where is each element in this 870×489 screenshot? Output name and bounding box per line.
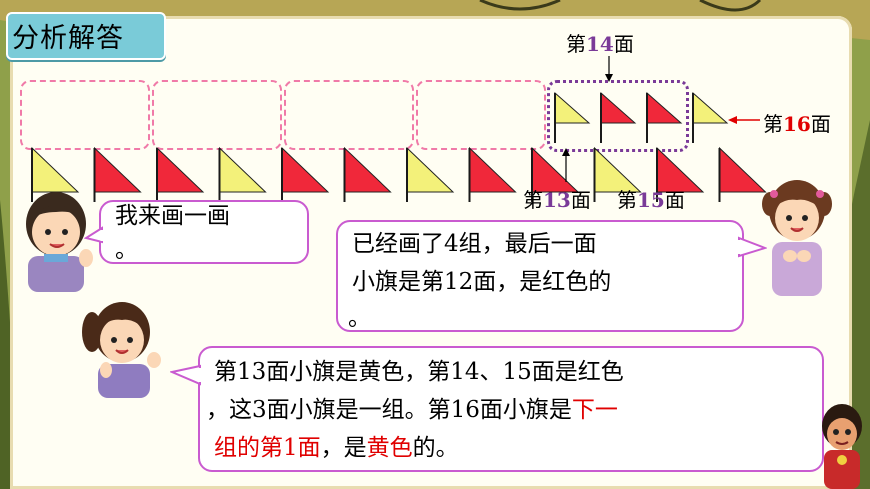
girl-left-bubble-line3-red2: 黄色 <box>366 435 413 461</box>
flag-bottom-4 <box>218 146 267 202</box>
girl-left-bubble-line3-red1: 组的第1面 <box>214 435 321 461</box>
girl-right-bubble-tail <box>737 236 767 258</box>
boy-speech-bubble: 我来画一画 。 <box>99 200 309 264</box>
flag-bottom-7-cloth <box>406 146 455 193</box>
girl-right-character <box>762 180 832 296</box>
flag-bottom-12-cloth <box>719 146 767 193</box>
girl-left-bubble-line2-red: 下一 <box>571 397 618 423</box>
arrow-16-head <box>728 116 737 124</box>
flag-bottom-4-cloth <box>219 146 267 193</box>
group-box-4 <box>416 80 546 150</box>
girl-left-bubble-line3-mid: ，是 <box>320 435 367 461</box>
boy-bubble-line2: 。 <box>115 237 138 263</box>
flag-top-2 <box>600 91 637 143</box>
girl-right-bubble-line1: 已经画了4组，最后一面 <box>352 231 597 257</box>
label-15-post: 面 <box>664 188 685 212</box>
boy-character <box>26 192 93 292</box>
flag-bottom-7 <box>406 146 455 202</box>
girl-right-speech-bubble: 已经画了4组，最后一面 小旗是第12面，是红色的 。 <box>336 220 744 332</box>
girl-left-bubble-line3-end: 的。 <box>412 435 459 461</box>
boy-bubble-tail <box>84 226 104 244</box>
label-15-num: 15 <box>637 188 665 212</box>
group-box-3 <box>284 80 414 150</box>
girl-left-bubble-line3-wrap: 组的第1面，是黄色的。 <box>214 428 459 468</box>
girl-right-bubble-line3: 。 <box>348 305 371 331</box>
girl-right-bubble-line2: 小旗是第12面，是红色的 <box>352 269 612 295</box>
flag-bottom-2 <box>93 146 142 202</box>
group-box-1 <box>20 80 150 150</box>
arrow-14-head <box>605 74 613 82</box>
flag-bottom-8 <box>468 146 517 202</box>
boy-bubble-line1: 我来画一画 <box>115 203 230 229</box>
label-13-pre: 第 <box>523 188 543 212</box>
flag-bottom-12 <box>718 146 767 202</box>
girl-left-bubble-line2-wrap: ，这3面小旗是一组。第16面小旗是下一 <box>206 390 618 430</box>
label-15-pre: 第 <box>617 188 637 212</box>
label-flag-16: 第16面 <box>763 108 831 137</box>
flag-bottom-1 <box>31 146 80 202</box>
label-16-num: 16 <box>783 112 811 136</box>
flag-top-1-cloth <box>554 91 591 124</box>
flag-bottom-10 <box>593 146 642 202</box>
flag-bottom-5 <box>281 146 330 202</box>
girl-left-speech-bubble: 第13面小旗是黄色，第14、15面是红色 ，这3面小旗是一组。第16面小旗是下一… <box>198 346 824 472</box>
flag-bottom-3 <box>156 146 205 202</box>
group-box-5 <box>547 80 689 152</box>
flag-top-3 <box>646 91 683 143</box>
arrows <box>562 56 760 182</box>
flag-bottom-5-cloth <box>281 146 330 193</box>
flag-top-4 <box>692 91 729 143</box>
label-16-pre: 第 <box>763 112 783 136</box>
label-14-num: 14 <box>586 32 614 56</box>
label-13-post: 面 <box>570 188 591 212</box>
flag-bottom-8-cloth <box>469 146 517 193</box>
girl-left-character <box>82 302 161 398</box>
label-flag-14: 第14面 <box>566 28 634 57</box>
mascot-character <box>822 404 862 489</box>
arrow-13-head <box>562 148 570 156</box>
label-14-pre: 第 <box>566 32 586 56</box>
flag-bottom-2-cloth <box>94 146 142 193</box>
group-box-2 <box>152 80 282 150</box>
flag-top-1 <box>554 91 591 143</box>
flag-bottom-1-cloth <box>31 146 80 193</box>
label-flag-13: 第13面 <box>523 184 591 213</box>
girl-left-bubble-line2: ，这3面小旗是一组。第16面小旗是 <box>206 397 572 423</box>
label-flag-15: 第15面 <box>617 184 685 213</box>
label-13-num: 13 <box>543 188 571 212</box>
flag-bottom-6-cloth <box>344 146 392 193</box>
girl-left-bubble-line1: 第13面小旗是黄色，第14、15面是红色 <box>214 359 624 385</box>
flag-bottom-6 <box>343 146 392 202</box>
page-title: 分析解答 <box>12 23 124 54</box>
flag-top-3-cloth <box>646 91 683 124</box>
flag-top-4-cloth <box>692 91 729 124</box>
title-tab <box>6 12 166 60</box>
flag-bottom-3-cloth <box>156 146 205 193</box>
girl-left-bubble-tail <box>170 364 202 386</box>
flag-top-2-cloth <box>600 91 637 124</box>
label-14-post: 面 <box>613 32 634 56</box>
flag-bottom-11 <box>656 146 705 202</box>
label-16-post: 面 <box>810 112 831 136</box>
